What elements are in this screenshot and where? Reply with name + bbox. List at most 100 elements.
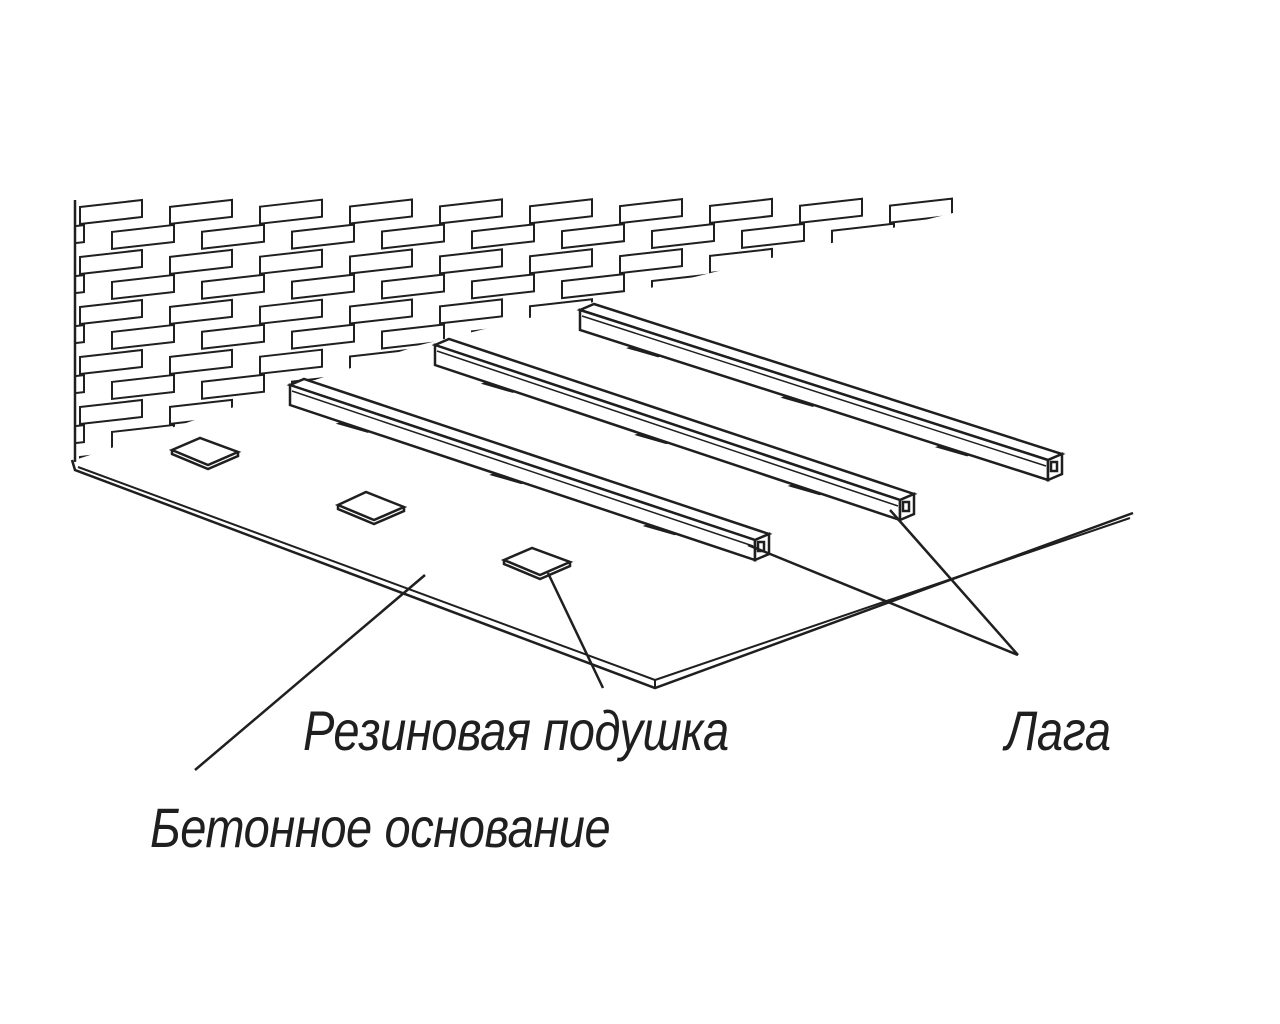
brick — [79, 198, 143, 226]
brick — [741, 322, 805, 349]
leader-line-joist-1 — [747, 543, 1019, 657]
joists — [286, 302, 1066, 562]
joist-beam-icon — [576, 302, 1066, 482]
brick — [381, 223, 445, 250]
joist-end — [898, 492, 916, 522]
brick — [75, 423, 85, 451]
brick — [1012, 223, 1074, 247]
brick — [651, 222, 715, 250]
brick — [259, 248, 323, 275]
brick — [471, 273, 535, 300]
brick — [0, 300, 52, 324]
brick — [619, 197, 683, 225]
brick — [741, 222, 805, 249]
joist-beam-icon — [431, 337, 918, 522]
joist-edge — [291, 390, 754, 547]
brick — [439, 198, 503, 225]
brick — [0, 350, 52, 374]
brick — [259, 198, 323, 225]
joist-beam-icon — [286, 377, 773, 562]
brick — [1012, 373, 1074, 397]
brick — [799, 347, 863, 374]
brick — [831, 272, 895, 299]
brick — [169, 298, 233, 325]
brick — [259, 298, 323, 325]
leader-line-joist-2 — [889, 509, 1019, 656]
brick — [0, 450, 52, 474]
brick — [75, 273, 85, 301]
brick — [980, 398, 1042, 422]
joist-end — [1046, 452, 1064, 482]
rubber-pad-icon — [168, 436, 242, 471]
rubber-pads — [168, 436, 574, 581]
brick — [921, 222, 965, 249]
brick — [889, 247, 953, 274]
brick — [201, 273, 265, 300]
brick — [201, 373, 265, 400]
brick — [529, 198, 593, 225]
concrete-base-slab — [70, 350, 1135, 690]
brick — [349, 248, 413, 275]
brick — [439, 298, 503, 325]
brick — [111, 223, 175, 251]
brick — [291, 323, 355, 350]
brick — [291, 223, 355, 250]
brick — [291, 273, 355, 300]
brick — [75, 323, 85, 351]
brick — [471, 223, 535, 250]
brick — [980, 348, 1042, 372]
joist-end-mark — [901, 500, 911, 513]
rubber-pad-label: Резиновая подушка — [303, 699, 729, 762]
brick — [471, 323, 535, 350]
brick — [201, 223, 265, 250]
brick — [381, 273, 445, 300]
leader-line-rubber-pad — [546, 572, 605, 689]
brick — [79, 248, 143, 276]
brick — [709, 247, 773, 275]
brick — [709, 197, 773, 225]
leader-lines — [194, 509, 1019, 771]
brick — [651, 372, 715, 400]
brick — [75, 373, 85, 401]
brick — [201, 323, 265, 350]
brick — [651, 272, 715, 300]
brick — [0, 400, 52, 424]
brick — [889, 197, 953, 224]
brick — [831, 322, 895, 349]
brick — [619, 247, 683, 275]
brick — [79, 348, 143, 376]
brick — [831, 222, 895, 249]
brick — [79, 298, 143, 326]
brick — [921, 272, 965, 299]
brick — [889, 297, 953, 324]
brick — [980, 298, 1042, 322]
brick — [889, 347, 953, 374]
brick — [169, 248, 233, 275]
joist-edge — [581, 315, 1047, 467]
brick — [111, 323, 175, 351]
brick — [169, 198, 233, 225]
brick — [921, 322, 965, 349]
concrete-base-label: Бетонное основание — [150, 796, 611, 859]
brick — [561, 223, 625, 250]
leader-line-concrete — [194, 574, 426, 771]
brick — [529, 248, 593, 275]
brick — [799, 197, 863, 224]
brick — [75, 223, 85, 251]
joist-label: Лага — [1005, 699, 1111, 762]
brick — [709, 297, 773, 325]
rubber-pad-icon — [500, 546, 574, 581]
brick — [111, 373, 175, 401]
brick — [1012, 273, 1074, 297]
rubber-pad-icon — [334, 490, 408, 526]
brick — [439, 248, 503, 275]
brick — [561, 273, 625, 300]
brick — [349, 198, 413, 225]
brick — [0, 200, 52, 224]
joist-edge — [436, 350, 899, 507]
brick — [1012, 323, 1074, 347]
brick — [921, 372, 965, 399]
brick — [799, 247, 863, 274]
brick — [79, 398, 143, 426]
brick — [799, 297, 863, 324]
